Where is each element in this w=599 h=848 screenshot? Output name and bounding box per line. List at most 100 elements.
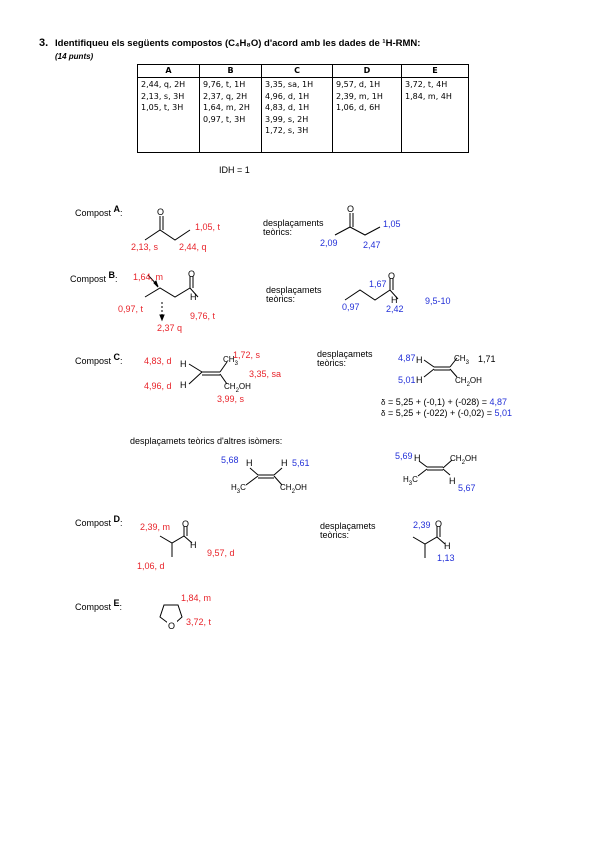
svg-text:H: H [180,359,187,369]
svg-text:CH2OH: CH2OH [450,454,477,466]
question-points: (14 punts) [55,52,94,61]
a-exp-shift: 2,44, q [179,242,207,252]
a-theo-shift: 2,09 [320,238,338,248]
compound-a-label: Compost A: [75,204,123,218]
shift-calculation-2: δ = 5,25 + (-022) + (-0,02) = 5,01 [381,408,513,418]
a-theo-shift: 2,47 [363,240,381,250]
compound-b-label: Compost B: [70,270,118,284]
a-theo-shift: 1,05 [383,219,401,229]
c-exp-shift: 3,99, s [217,394,245,404]
svg-text:H: H [416,375,423,385]
svg-text:H: H [391,295,398,305]
svg-text:O: O [347,204,354,214]
svg-text:CH2OH: CH2OH [224,382,251,394]
d-exp-shift: 2,39, m [140,522,171,532]
column-header-d: D [332,64,402,78]
svg-text:H: H [416,355,423,365]
table-cell-b: 9,76, t, 1H 2,37, q, 2H 1,64, m, 2H 0,97… [199,77,262,153]
svg-text:H: H [246,458,253,468]
svg-text:H: H [190,292,197,302]
compound-d-label: Compost D: [75,514,123,528]
column-header-c: C [261,64,333,78]
nmr-signal: 2,37, q, 2H [203,91,248,101]
a-exp-shift: 2,13, s [131,242,159,252]
nmr-signal: 1,84, m, 4H [405,91,452,101]
b-exp-shift: 1,64, m [133,272,164,282]
b-theo-shift: 0,97 [342,302,360,312]
e-exp-shift: 3,72, t [186,617,212,627]
svg-text:H: H [180,380,187,390]
svg-text:H: H [281,458,288,468]
svg-text:O: O [188,269,195,279]
svg-text:O: O [182,519,189,529]
compound-a-theory-structure: O [334,204,381,236]
question-number: 3. [39,37,49,49]
nmr-signal: 9,57, d, 1H [336,80,381,89]
column-header-a: A [137,64,200,78]
svg-text:H3C: H3C [231,483,246,495]
table-cell-d: 9,57, d, 1H 2,39, m, 1H 1,06, d, 6H [332,77,402,153]
b-exp-shift: 2,37 q [157,323,183,333]
table-cell-a: 2,44, q, 2H 2,13, s, 3H 1,05, t, 3H [137,77,200,153]
svg-text:CH2OH: CH2OH [455,376,482,388]
compound-a-structure: O [144,207,191,241]
table-header-row: A B C D E [137,64,469,78]
c-exp-shift: 4,83, d [144,356,172,366]
nmr-signal: 9,76, t, 1H [203,80,246,89]
table-cell-c: 3,35, sa, 1H 4,96, d, 1H 4,83, d, 1H 3,9… [261,77,333,153]
c-theo-shift: 1,71 [478,354,496,364]
nmr-signal: 1,64, m, 2H [203,103,250,112]
d-exp-shift: 9,57, d [207,548,235,558]
compound-c-label: Compost C: [75,352,123,366]
a-exp-shift: 1,05, t [195,222,221,232]
nmr-signal: 1,72, s, 3H [265,126,309,135]
delta-symbol: δ [381,409,386,418]
compound-letter: A [113,204,121,214]
svg-text:O: O [388,271,395,281]
compound-b-theory-structure: O H [344,271,399,305]
c-exp-shift: 4,96, d [144,381,172,391]
svg-text:H: H [414,453,421,463]
isomer-shift: 5,69 [395,451,413,461]
compost-word: Compost [75,208,112,218]
c-theo-shift: 4,87 [398,353,416,363]
nmr-signal: 4,83, d, 1H [265,103,310,112]
table-row: 2,44, q, 2H 2,13, s, 3H 1,05, t, 3H 9,76… [137,77,469,153]
column-header-e: E [401,64,469,78]
b-exp-shift: 9,76, t [190,311,216,321]
nmr-signal: 3,35, sa, 1H [265,80,314,89]
isomer-shift: 5,67 [458,483,476,493]
nmr-signal: 2,39, m, 1H [336,91,383,101]
isomer-shift: 5,68 [221,455,239,465]
theoretical-shifts-label: desplaçamets teòrics: [317,349,373,368]
nmr-signal: 1,06, d, 6H [336,103,381,112]
nmr-signal: 2,44, q, 2H [141,80,186,89]
theoretical-shifts-label: desplaçaments teòrics: [263,218,324,237]
nmr-signal: 1,05, t, 3H [141,103,184,112]
b-theo-shift: 9,5-10 [425,296,451,306]
isomer-shift: 5,61 [292,458,310,468]
d-exp-shift: 1,06, d [137,561,165,571]
d-theo-shift: 2,39 [413,520,431,530]
c-theo-shift: 5,01 [398,375,416,385]
nmr-data-table: A B C D E 2,44, q, 2H 2,13, s, 3H 1,05, … [137,64,469,153]
nmr-signal: 3,99, s, 2H [265,114,309,124]
c-exp-shift: 1,72, s [233,350,261,360]
compound-b-structure: O H [144,269,199,322]
question-text: Identifiqueu els següents compostos (C₄H… [55,38,421,49]
isomer-cis-structure: H H H3C CH2OH [231,458,307,495]
delta-symbol: δ [381,398,386,407]
svg-text:O: O [435,519,442,529]
svg-text:CH2OH: CH2OH [280,483,307,495]
svg-text:H: H [449,476,456,486]
compound-c-theory-structure: H H CH3 CH2OH [416,354,482,388]
compound-c-structure: H H CH3 CH2OH [180,355,251,394]
theoretical-shifts-label: desplaçamets teòrics: [266,285,322,304]
svg-text:H3C: H3C [403,475,418,487]
oxygen-atom: O [157,207,164,217]
compound-d-structure: O H [159,519,197,557]
compound-d-theory-structure: O H [412,519,451,558]
shift-calculation-1: δ = 5,25 + (-0,1) + (-028) = 4,87 [381,397,508,407]
b-theo-shift: 1,67 [369,279,387,289]
c-exp-shift: 3,35, sa [249,369,282,379]
